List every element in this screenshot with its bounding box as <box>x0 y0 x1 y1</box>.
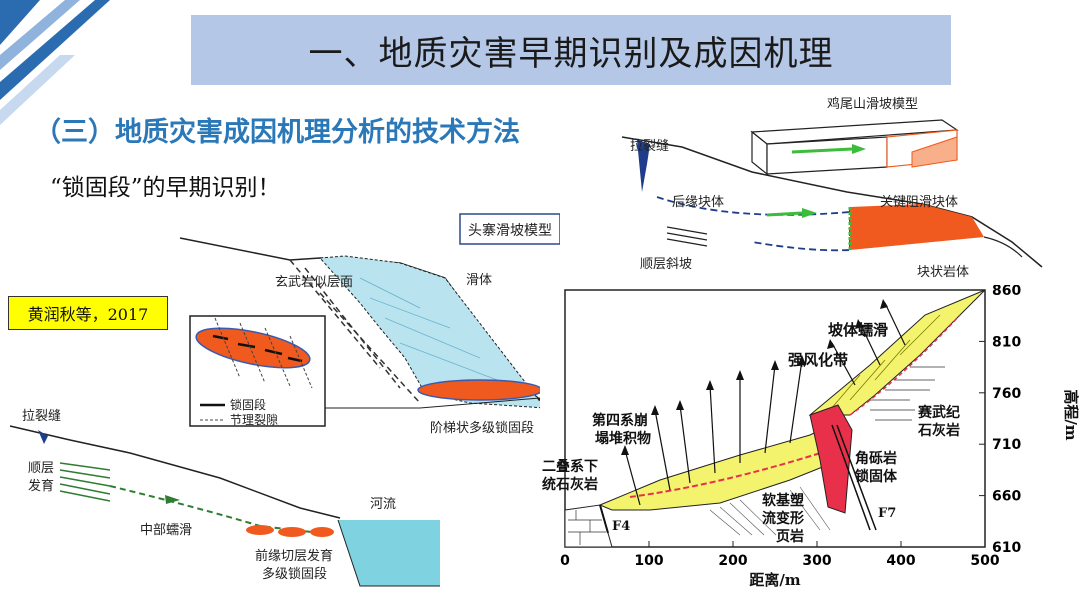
touzhai-model-label: 头寨滑坡模型 <box>468 222 552 239</box>
shale-label-3: 页岩 <box>776 528 804 545</box>
river-label: 河流 <box>370 497 396 512</box>
corner-decoration <box>0 0 110 125</box>
stepped-lock-zone <box>417 379 543 401</box>
x-tick-label: 0 <box>560 553 570 569</box>
bedding-label-2: 发育 <box>28 478 54 494</box>
quaternary-label-1: 第四系崩 <box>592 412 648 429</box>
x-tick-label: 400 <box>886 553 915 569</box>
weathered-label: 强风化带 <box>788 351 848 369</box>
blocky-rock-label: 块状岩体 <box>917 265 969 280</box>
slide-body <box>318 255 547 409</box>
middle-creep-label: 中部蠕滑 <box>140 523 192 538</box>
y-axis-label: 高程/m <box>1062 389 1080 440</box>
front-cut-label-1: 前缘切层发育 <box>255 548 333 564</box>
breccia-lock <box>809 404 853 514</box>
breccia-label-1: 角砾岩 <box>855 450 897 467</box>
x-tick-label: 200 <box>718 553 747 569</box>
tension-crack-label: 拉裂缝 <box>22 409 61 424</box>
page-title: 一、地质灾害早期识别及成因机理 <box>308 33 834 74</box>
quaternary-label-2: 塌堆积物 <box>595 430 651 447</box>
stepped-lock-label: 阶梯状多级锁固段 <box>430 420 534 436</box>
x-tick-label: 500 <box>970 553 999 569</box>
legend-lock-label: 锁固段 <box>230 397 266 412</box>
permian-label-2: 统石灰岩 <box>542 476 598 493</box>
legend-joint-label: 节理裂隙 <box>230 413 278 427</box>
fault-f4-label: F4 <box>612 519 630 534</box>
y-tick-label: 860 <box>992 285 1021 299</box>
jiweishan-diagram: 鸡尾山滑坡模型 拉裂缝 后缘块体 关键阻滑块体 顺层斜坡 块状岩体 <box>612 92 1062 287</box>
devonian-label-2: 石灰岩 <box>917 422 960 439</box>
plot-frame <box>564 289 986 548</box>
section-subtitle: （三）地质灾害成因机理分析的技术方法 <box>34 117 520 148</box>
lead-text: “锁固段”的早期识别！ <box>50 175 281 201</box>
devonian-label-1: 赛武纪 <box>917 404 960 421</box>
touzhai-diagram: 头寨滑坡模型 玄武岩似层面 滑体 阶梯状多级锁固段 锁固段 节理裂隙 河流 拉裂… <box>9 213 560 587</box>
key-block <box>850 204 984 250</box>
front-cut-label-2: 多级锁固段 <box>262 566 327 582</box>
river <box>338 520 440 586</box>
x-tick-label: 300 <box>802 553 831 569</box>
y-tick-label: 710 <box>992 437 1021 453</box>
creep-label: 坡体蠕滑 <box>828 321 888 339</box>
breccia-label-2: 锁固体 <box>855 468 898 485</box>
key-block-label: 关键阻滑块体 <box>880 195 958 210</box>
citation-box: 黄润秋等，2017 <box>8 296 168 330</box>
fault-f7-label: F7 <box>878 506 896 521</box>
shale-label-1: 软基塑 <box>762 492 804 509</box>
rear-block-label: 后缘块体 <box>672 195 724 210</box>
bedding-label-1: 顺层 <box>28 461 54 476</box>
permian-label-1: 二叠系下 <box>542 458 598 475</box>
y-tick-label: 610 <box>992 540 1021 556</box>
cross-section-diagram: 坡体蠕滑 强风化带 第四系崩 塌堆积物 二叠系下 统石灰岩 角砾岩 锁固体 赛武… <box>540 285 1080 605</box>
shale-label-2: 流变形 <box>762 510 804 527</box>
x-axis-label: 距离/m <box>749 571 800 589</box>
title-bar: 一、地质灾害早期识别及成因机理 <box>191 15 951 85</box>
y-tick-label: 810 <box>992 334 1021 350</box>
y-tick-label: 660 <box>992 489 1021 505</box>
touzhai-label-box <box>459 213 560 245</box>
jiweishan-tension-crack-label: 拉裂缝 <box>630 139 669 154</box>
slide-body-label: 滑体 <box>466 273 492 288</box>
y-tick-label: 760 <box>992 386 1021 402</box>
jiweishan-model-label: 鸡尾山滑坡模型 <box>827 96 918 112</box>
bedding-slope-label: 顺层斜坡 <box>640 257 692 272</box>
basalt-label: 玄武岩似层面 <box>275 275 353 290</box>
x-tick-label: 100 <box>634 553 663 569</box>
